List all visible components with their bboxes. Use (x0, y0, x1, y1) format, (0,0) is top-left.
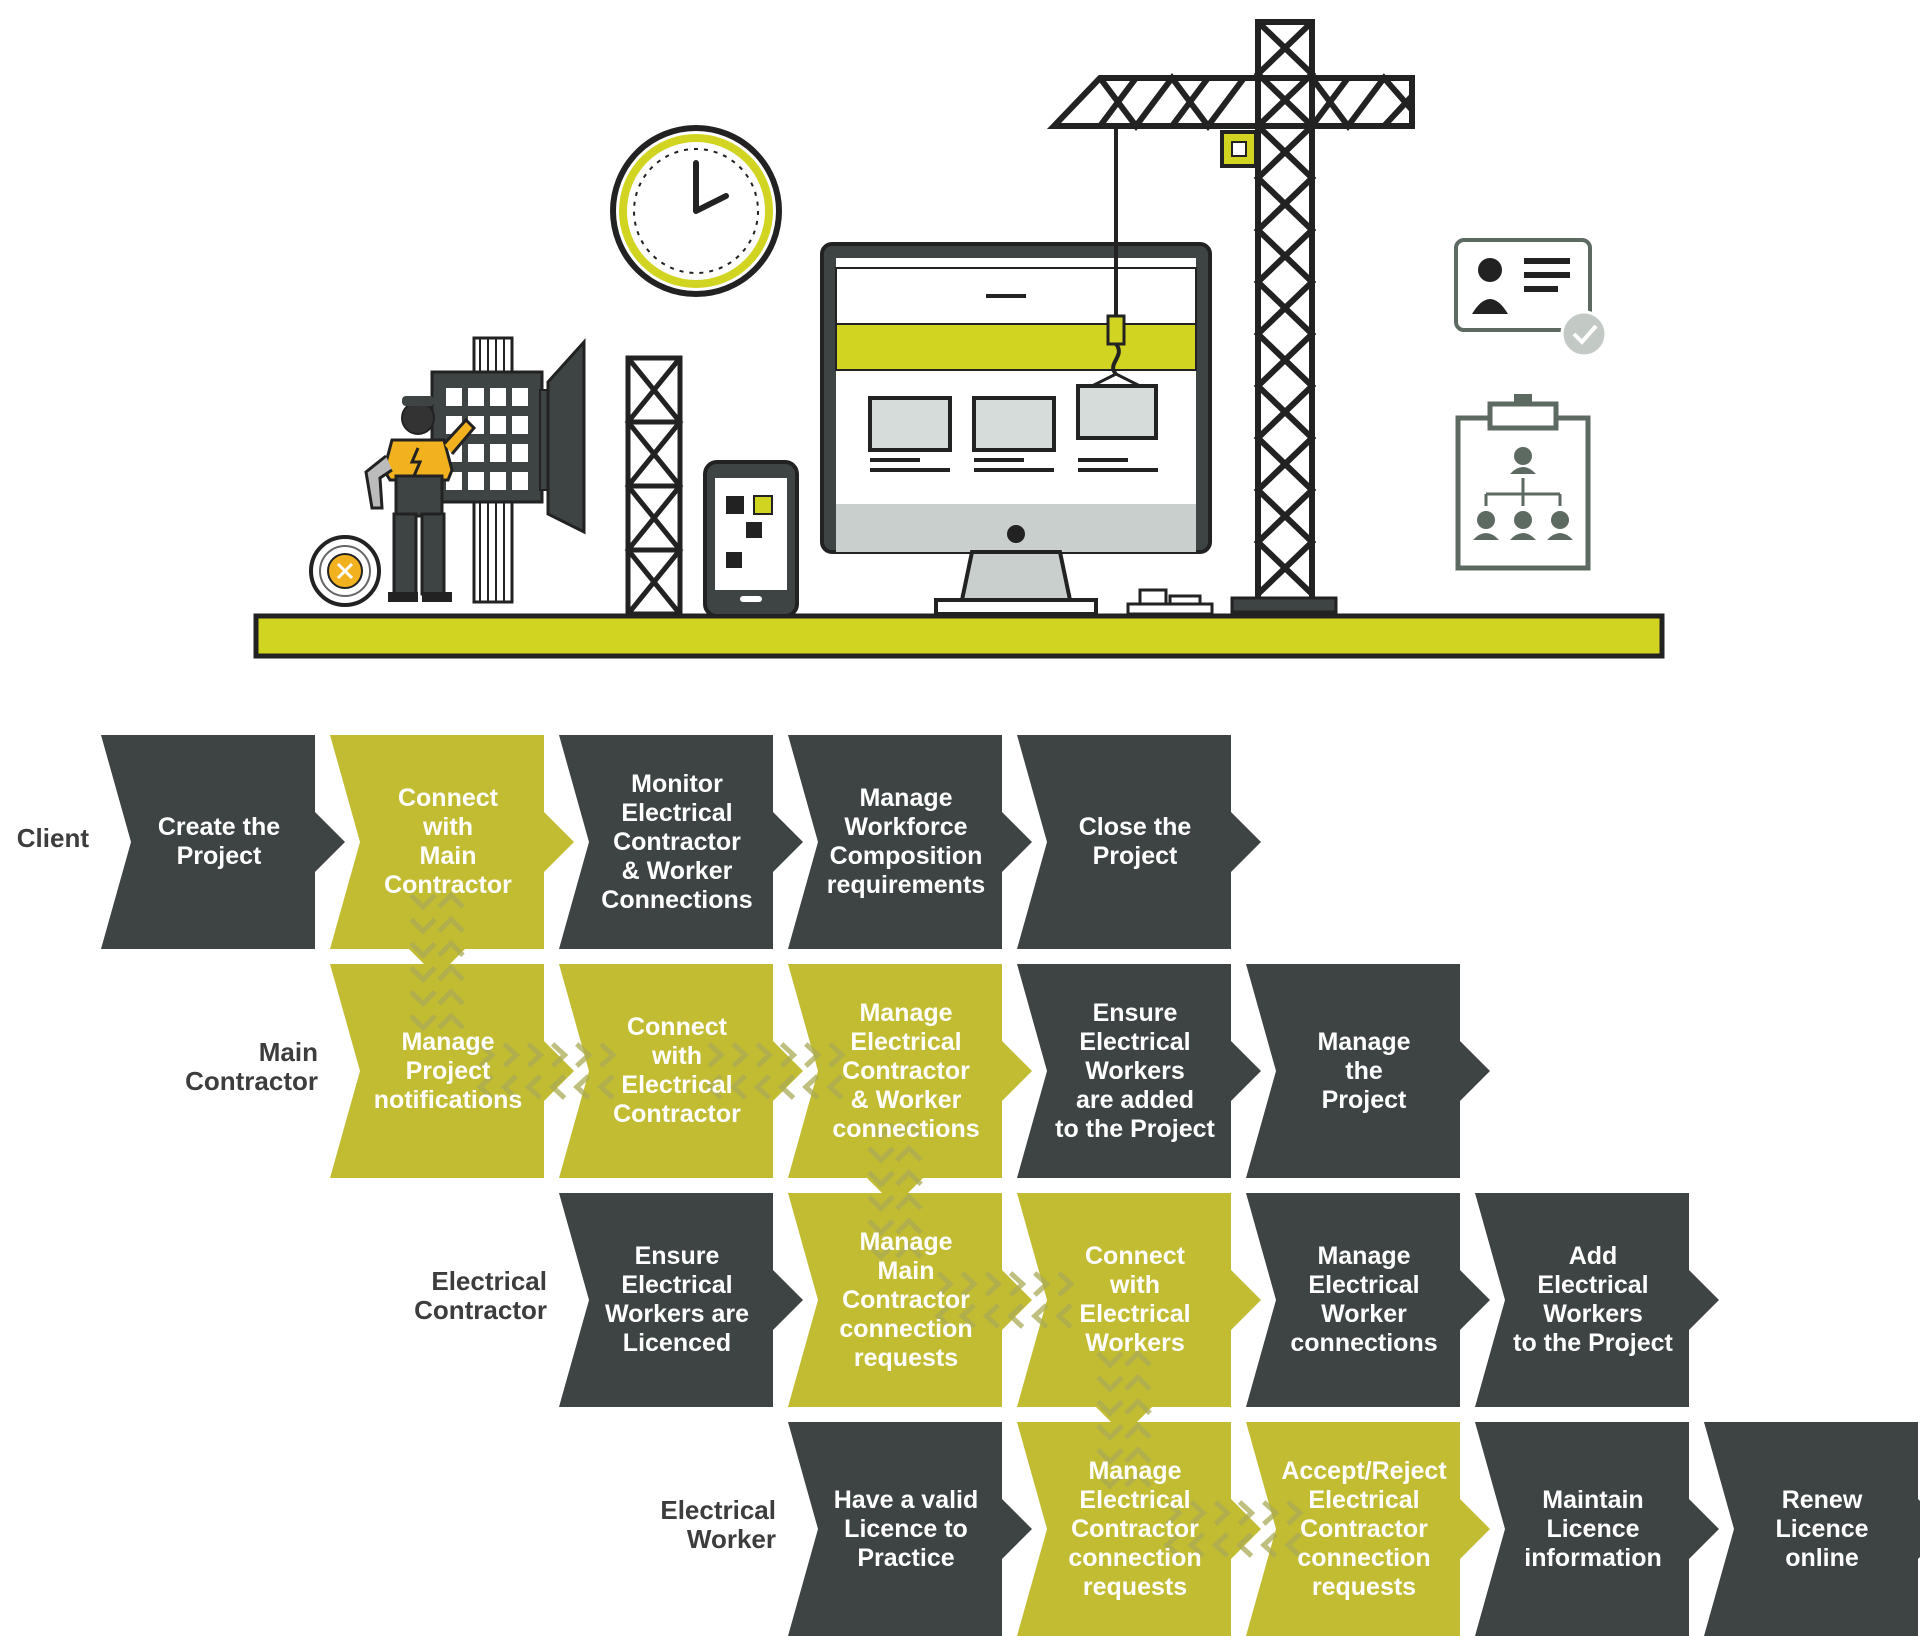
construction-illustration (253, 19, 1665, 659)
vertical-link-down-arrows (1096, 1351, 1124, 1490)
horizontal-link-left-arrows (934, 1303, 1073, 1329)
lattice-tower-icon (624, 355, 684, 617)
flow-tile-manage-electrical-contractor-worker-connections (788, 964, 1032, 1178)
flow-tile-connect-with-electrical-workers (1017, 1193, 1261, 1407)
flow-tile-renew-licence-online (1704, 1422, 1920, 1636)
vertical-link-down-arrows (867, 1122, 895, 1261)
role-label-client: Client (16, 822, 89, 853)
vertical-link-down-arrows (409, 893, 437, 1032)
role-label-main-contractor: Main Contractor (185, 1037, 318, 1096)
flow-tile-manage-the-project (1246, 964, 1490, 1178)
flow-tile-accept-reject-electrical-contractor-connection-requests (1246, 1422, 1490, 1636)
horizontal-link-right-arrows (478, 1042, 617, 1068)
horizontal-link-left-arrows (476, 1074, 615, 1100)
electrician-icon (364, 396, 477, 602)
switchboard-icon (430, 336, 586, 604)
flow-tile-connect-with-electrical-contractor (559, 964, 803, 1178)
horizontal-link-right-arrows (1165, 1500, 1304, 1526)
flow-tile-close-the-project (1017, 735, 1261, 949)
ground-platform (253, 613, 1665, 659)
licence-card-icon (1454, 238, 1592, 332)
check-badge-icon (1560, 310, 1608, 358)
flow-tile-manage-main-contractor-connection-requests (788, 1193, 1032, 1407)
horizontal-link-right-arrows (936, 1271, 1075, 1297)
role-label-electrical-worker: Electrical Worker (660, 1495, 776, 1554)
role-label-electrical-contractor: Electrical Contractor (414, 1266, 547, 1325)
flow-tile-have-a-valid-licence-to-practice (788, 1422, 1032, 1636)
vertical-link-up-arrows (1124, 1349, 1152, 1488)
flow-tile-manage-project-notifications (330, 964, 574, 1178)
flow-tile-manage-electrical-worker-connections (1246, 1193, 1490, 1407)
horizontal-link-right-arrows (707, 1042, 846, 1068)
flow-tile-connect-with-main-contractor (330, 735, 574, 949)
clock-icon (610, 125, 782, 297)
cable-reel-icon (309, 535, 381, 607)
flow-tile-ensure-electrical-workers-are-added-to-the-project (1017, 964, 1261, 1178)
keyboard-icon (1126, 588, 1214, 616)
horizontal-link-left-arrows (1163, 1532, 1302, 1558)
vertical-link-up-arrows (437, 891, 465, 1030)
flow-tile-manage-electrical-contractor-connection-requests (1017, 1422, 1261, 1636)
vertical-link-up-arrows (895, 1120, 923, 1259)
crane-icon (1046, 19, 1415, 614)
flow-tile-monitor-electrical-contractor-worker-connections (559, 735, 803, 949)
horizontal-link-left-arrows (705, 1074, 844, 1100)
process-flow-graphics (101, 735, 1920, 1636)
flow-tile-manage-workforce-composition-requirements (788, 735, 1032, 949)
flow-tile-create-the-project (101, 735, 345, 949)
phone-icon (703, 460, 799, 618)
flow-tile-add-electrical-workers-to-the-project (1475, 1193, 1719, 1407)
flow-tile-maintain-licence-information (1475, 1422, 1719, 1636)
org-chart-clipboard-icon (1455, 394, 1591, 571)
flow-tile-ensure-electrical-workers-are-licenced (559, 1193, 803, 1407)
